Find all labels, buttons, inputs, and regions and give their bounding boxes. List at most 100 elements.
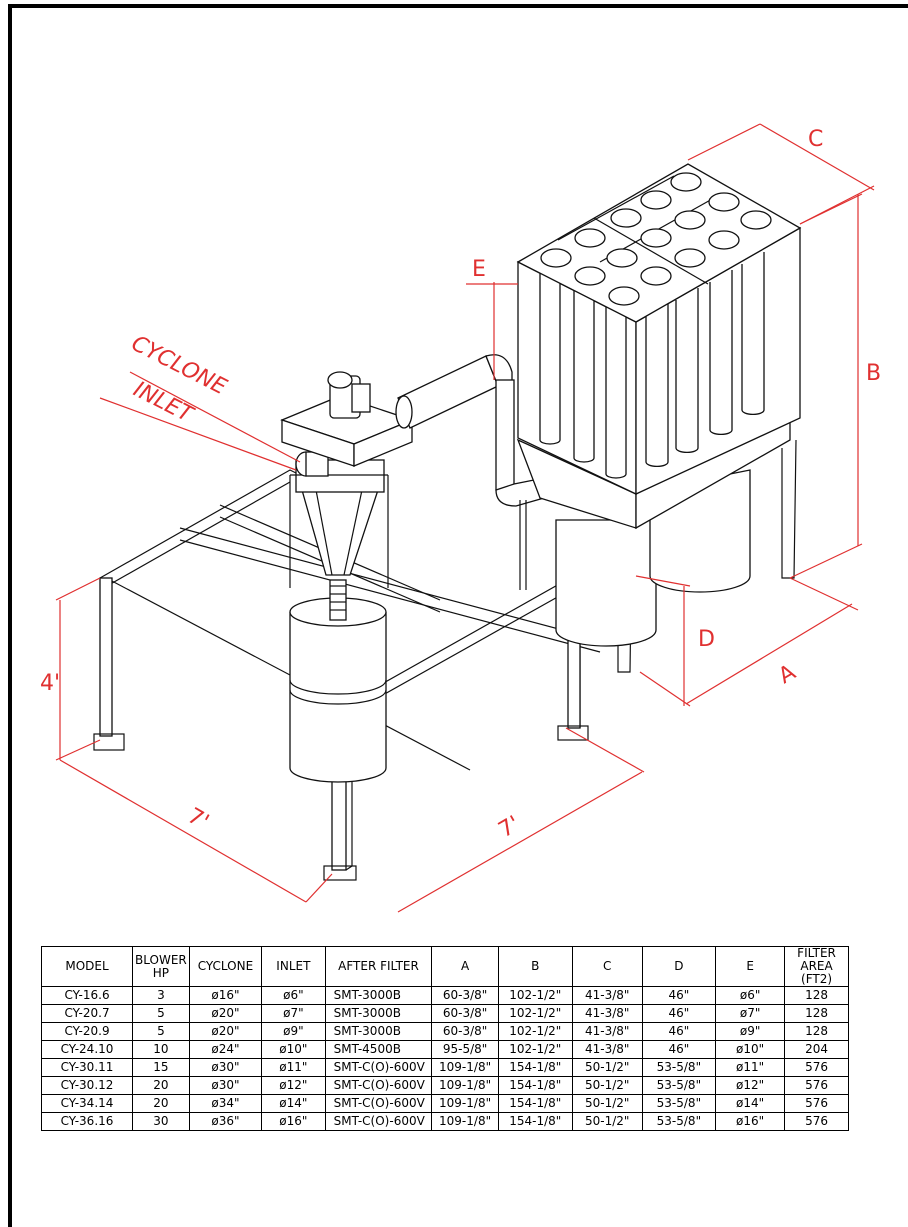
cell-b: 154-1/8" xyxy=(497,1094,573,1113)
cell-model: CY-20.9 xyxy=(40,1022,134,1041)
cell-e: ø14" xyxy=(715,1094,786,1113)
cell-e: ø6" xyxy=(715,986,786,1005)
dim-b-label: B xyxy=(866,361,881,386)
cell-c: 41-3/8" xyxy=(571,1004,643,1023)
dim-d-label: D xyxy=(698,627,715,652)
cell-e: ø11" xyxy=(715,1058,786,1077)
cell-after-filter: SMT-C(O)-600V xyxy=(324,1058,433,1077)
cell-after-filter: SMT-C(O)-600V xyxy=(324,1076,433,1095)
cell-inlet: ø12" xyxy=(261,1076,326,1095)
cell-inlet: ø11" xyxy=(261,1058,326,1077)
cell-filter-area: 204 xyxy=(784,1040,849,1059)
header-blower-hp: BLOWER HP xyxy=(132,946,190,987)
collection-drum xyxy=(289,597,387,783)
cell-e: ø16" xyxy=(715,1112,786,1131)
header-after-filter: AFTER FILTER xyxy=(324,946,433,987)
cell-inlet: ø6" xyxy=(261,986,326,1005)
cell-d: 46" xyxy=(641,1040,717,1059)
cell-c: 50-1/2" xyxy=(571,1076,643,1095)
cyclone-body xyxy=(280,371,414,621)
cell-cyclone: ø24" xyxy=(188,1040,263,1059)
cell-b: 102-1/2" xyxy=(497,1022,573,1041)
dim-e-label: E xyxy=(472,257,486,282)
cell-blower-hp: 20 xyxy=(132,1094,190,1113)
cell-cyclone: ø20" xyxy=(188,1004,263,1023)
cell-d: 53-5/8" xyxy=(641,1076,717,1095)
cell-d: 53-5/8" xyxy=(641,1112,717,1131)
cell-model: CY-36.16 xyxy=(40,1112,134,1131)
cell-inlet: ø14" xyxy=(261,1094,326,1113)
isometric-drawing: CYCLONE INLET C B E D A 4' 7' 7' xyxy=(40,123,881,913)
cell-d: 46" xyxy=(641,1022,717,1041)
cell-filter-area: 576 xyxy=(784,1112,849,1131)
cell-b: 154-1/8" xyxy=(497,1112,573,1131)
dim-height-label: 4' xyxy=(40,671,60,696)
after-filter xyxy=(516,163,802,673)
cell-a: 60-3/8" xyxy=(431,1004,499,1023)
cell-blower-hp: 20 xyxy=(132,1076,190,1095)
header-b: B xyxy=(497,946,573,987)
cell-c: 50-1/2" xyxy=(571,1058,643,1077)
cell-e: ø10" xyxy=(715,1040,786,1059)
cell-filter-area: 576 xyxy=(784,1076,849,1095)
cell-after-filter: SMT-3000B xyxy=(324,1004,433,1023)
cell-model: CY-30.12 xyxy=(40,1076,134,1095)
cell-after-filter: SMT-3000B xyxy=(324,986,433,1005)
cell-inlet: ø10" xyxy=(261,1040,326,1059)
cell-inlet: ø9" xyxy=(261,1022,326,1041)
header-e: E xyxy=(715,946,786,987)
cyclone-stand xyxy=(93,469,601,881)
header-inlet: INLET xyxy=(261,946,326,987)
cell-c: 41-3/8" xyxy=(571,1040,643,1059)
cell-after-filter: SMT-C(O)-600V xyxy=(324,1112,433,1131)
cell-filter-area: 128 xyxy=(784,986,849,1005)
dim-width-left-label: 7' xyxy=(183,804,213,836)
cell-a: 109-1/8" xyxy=(431,1094,499,1113)
cell-after-filter: SMT-4500B xyxy=(324,1040,433,1059)
cell-cyclone: ø30" xyxy=(188,1058,263,1077)
dimension-lines xyxy=(55,123,875,913)
dim-c-label: C xyxy=(808,127,823,152)
cell-model: CY-24.10 xyxy=(40,1040,134,1059)
header-c: C xyxy=(571,946,643,987)
cell-a: 109-1/8" xyxy=(431,1058,499,1077)
cell-blower-hp: 5 xyxy=(132,1022,190,1041)
cell-blower-hp: 30 xyxy=(132,1112,190,1131)
header-cyclone: CYCLONE xyxy=(188,946,263,987)
cell-inlet: ø7" xyxy=(261,1004,326,1023)
cell-b: 102-1/2" xyxy=(497,986,573,1005)
cell-c: 50-1/2" xyxy=(571,1112,643,1131)
cell-e: ø7" xyxy=(715,1004,786,1023)
cell-b: 154-1/8" xyxy=(497,1058,573,1077)
header-a: A xyxy=(431,946,499,987)
cell-cyclone: ø20" xyxy=(188,1022,263,1041)
cell-after-filter: SMT-3000B xyxy=(324,1022,433,1041)
cell-inlet: ø16" xyxy=(261,1112,326,1131)
dim-a-label: A xyxy=(775,660,801,689)
drawing-frame xyxy=(8,4,908,1227)
cell-b: 102-1/2" xyxy=(497,1040,573,1059)
cell-after-filter: SMT-C(O)-600V xyxy=(324,1094,433,1113)
header-d: D xyxy=(641,946,717,987)
dim-width-right-label: 7' xyxy=(495,812,525,844)
table-header-row: MODEL BLOWER HP CYCLONE INLET AFTER FILT… xyxy=(40,946,849,987)
cell-model: CY-30.11 xyxy=(40,1058,134,1077)
cell-d: 46" xyxy=(641,1004,717,1023)
cell-model: CY-16.6 xyxy=(40,986,134,1005)
header-filter-area: FILTER AREA (FT2) xyxy=(784,946,849,987)
connecting-duct xyxy=(395,354,545,507)
cell-d: 46" xyxy=(641,986,717,1005)
cell-cyclone: ø16" xyxy=(188,986,263,1005)
cell-model: CY-34.14 xyxy=(40,1094,134,1113)
cell-cyclone: ø30" xyxy=(188,1076,263,1095)
cell-blower-hp: 5 xyxy=(132,1004,190,1023)
cell-blower-hp: 3 xyxy=(132,986,190,1005)
cell-a: 109-1/8" xyxy=(431,1076,499,1095)
cell-e: ø9" xyxy=(715,1022,786,1041)
cell-cyclone: ø36" xyxy=(188,1112,263,1131)
